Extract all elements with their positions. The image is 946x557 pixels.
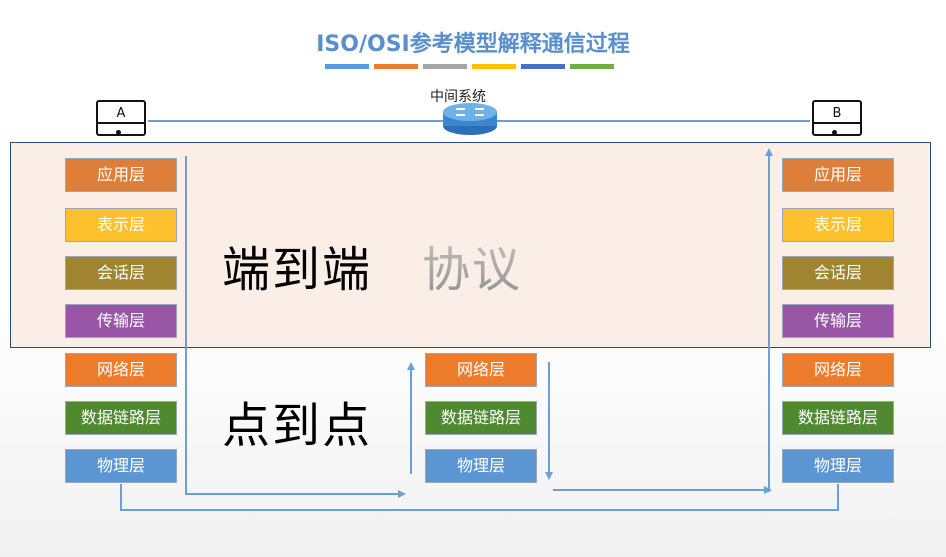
title-bar-6 [570, 64, 614, 69]
end-to-end-label: 端到端 [222, 242, 373, 298]
right-layer-presentation: 表示层 [782, 208, 894, 242]
title-underline-bars [325, 64, 614, 69]
middle-system-label: 中间系统 [430, 89, 486, 105]
host-b-icon: B [812, 100, 862, 136]
right-layer-data-link: 数据链路层 [782, 401, 894, 435]
left-layer-presentation: 表示层 [65, 208, 177, 242]
physical-medium-link [120, 484, 839, 511]
title-bar-5 [521, 64, 565, 69]
host-b-label: B [832, 106, 842, 121]
left-layer-physical: 物理层 [65, 449, 177, 483]
left-layer-transport: 传输层 [65, 304, 177, 338]
left-layer-application: 应用层 [65, 158, 177, 192]
host-a-icon: A [96, 100, 146, 136]
middle-layer-physical: 物理层 [425, 449, 537, 483]
router-icon [443, 103, 497, 135]
right-layer-session: 会话层 [782, 256, 894, 290]
left-layer-data-link: 数据链路层 [65, 401, 177, 435]
host-a-label: A [116, 106, 126, 121]
title-bar-4 [472, 64, 516, 69]
right-layer-physical: 物理层 [782, 449, 894, 483]
middle-layer-network: 网络层 [425, 353, 537, 387]
title-bar-1 [325, 64, 369, 69]
middle-layer-data-link: 数据链路层 [425, 401, 537, 435]
right-layer-network: 网络层 [782, 353, 894, 387]
title-bar-2 [374, 64, 418, 69]
page-title: ISO/OSI参考模型解释通信过程 [316, 32, 630, 57]
protocol-label: 协议 [422, 230, 522, 300]
path-a-down [185, 156, 406, 498]
right-layer-transport: 传输层 [782, 304, 894, 338]
left-layer-session: 会话层 [65, 256, 177, 290]
point-to-point-label: 点到点 [222, 398, 373, 454]
title-bar-3 [423, 64, 467, 69]
right-layer-application: 应用层 [782, 158, 894, 192]
left-layer-network: 网络层 [65, 353, 177, 387]
